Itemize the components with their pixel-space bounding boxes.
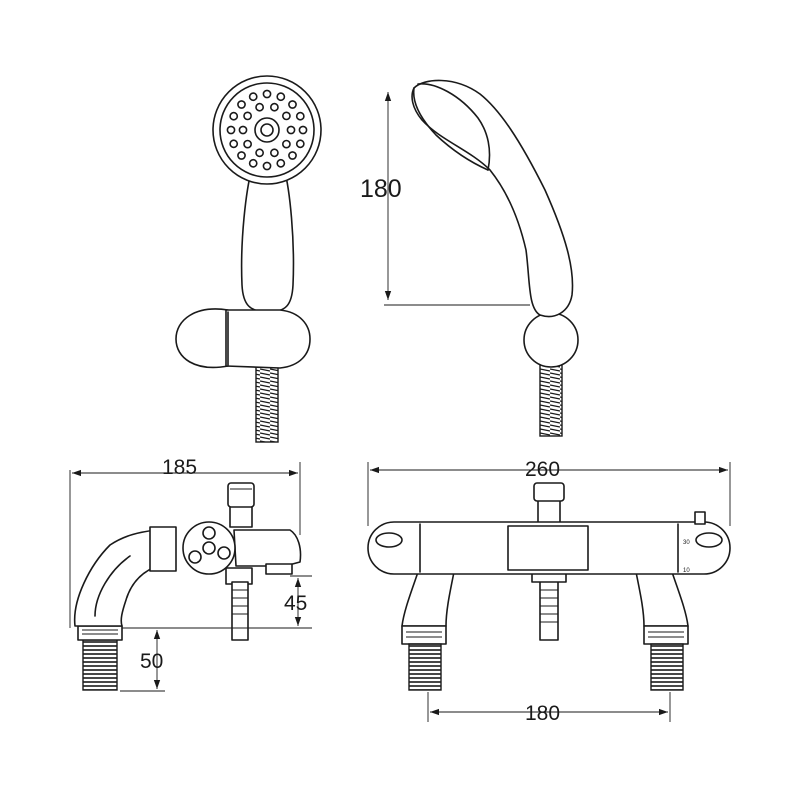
- spray-hole: [243, 139, 252, 149]
- dim-body-depth: 185: [69, 456, 301, 628]
- spray-hole: [255, 102, 264, 112]
- spray-hole: [243, 111, 252, 121]
- dim-inlet-centres-label: 180: [525, 702, 560, 725]
- spray-hole: [248, 92, 258, 102]
- spray-hole: [298, 125, 308, 135]
- spray-hole: [281, 139, 291, 149]
- spray-hole: [237, 100, 246, 109]
- dim-body-width: 260: [367, 458, 731, 526]
- handset-side-view: [411, 79, 579, 437]
- tail-thread-side: [82, 639, 118, 691]
- leg-left: [401, 571, 455, 627]
- spray-hole: [288, 100, 297, 109]
- dim-handset-height: 180: [360, 92, 530, 306]
- spray-hole: [281, 111, 291, 121]
- wall-bracket-front: [175, 308, 229, 369]
- handle-front: [240, 167, 295, 313]
- spray-hole: [229, 139, 239, 149]
- body-side-view: [73, 482, 302, 691]
- dim-spout-drop-label: 45: [284, 592, 307, 615]
- leg-right: [635, 571, 689, 627]
- dim-inlet-centres: 180: [427, 692, 671, 725]
- shower-head-front: [212, 75, 322, 185]
- spray-hole: [276, 92, 286, 102]
- spray-holes: [254, 117, 280, 143]
- control-knob-side: [182, 521, 236, 575]
- dim-body-depth-label: 185: [162, 456, 197, 479]
- hose-front: [255, 361, 279, 443]
- spray-hole: [286, 125, 296, 135]
- dim-spout-drop: 45: [122, 575, 312, 629]
- tail-thread-right: [650, 643, 684, 691]
- spray-hole: [295, 111, 305, 121]
- spray-hole: [226, 125, 236, 135]
- spray-hole: [269, 148, 279, 158]
- dial-mark-lower: 10: [683, 568, 690, 574]
- dim-tail-length: 50: [120, 630, 165, 692]
- spray-hole: [237, 151, 246, 160]
- spray-hole: [262, 161, 272, 171]
- handle-side: [411, 79, 574, 318]
- dim-body-width-label: 260: [525, 458, 560, 481]
- spray-hole: [276, 158, 286, 168]
- spout-outlet: [233, 529, 302, 567]
- dial-mark-upper: 30: [683, 540, 690, 546]
- spray-hole: [269, 102, 279, 112]
- hose-side: [539, 361, 563, 437]
- spray-hole: [238, 125, 248, 135]
- dim-tail-length-label: 50: [140, 650, 163, 673]
- body-front-view: 30 10: [367, 482, 731, 691]
- spray-hole: [288, 151, 297, 160]
- pillar-side: [73, 529, 161, 627]
- spray-hole: [295, 139, 305, 149]
- wall-bracket-side: [523, 312, 579, 368]
- dim-handset-height-label: 180: [360, 175, 402, 203]
- spray-hole: [262, 89, 272, 99]
- spray-hole: [248, 158, 258, 168]
- spray-hole: [229, 111, 239, 121]
- spray-hole: [255, 148, 264, 158]
- tail-thread-left: [408, 643, 442, 691]
- handset-front-view: [175, 75, 322, 443]
